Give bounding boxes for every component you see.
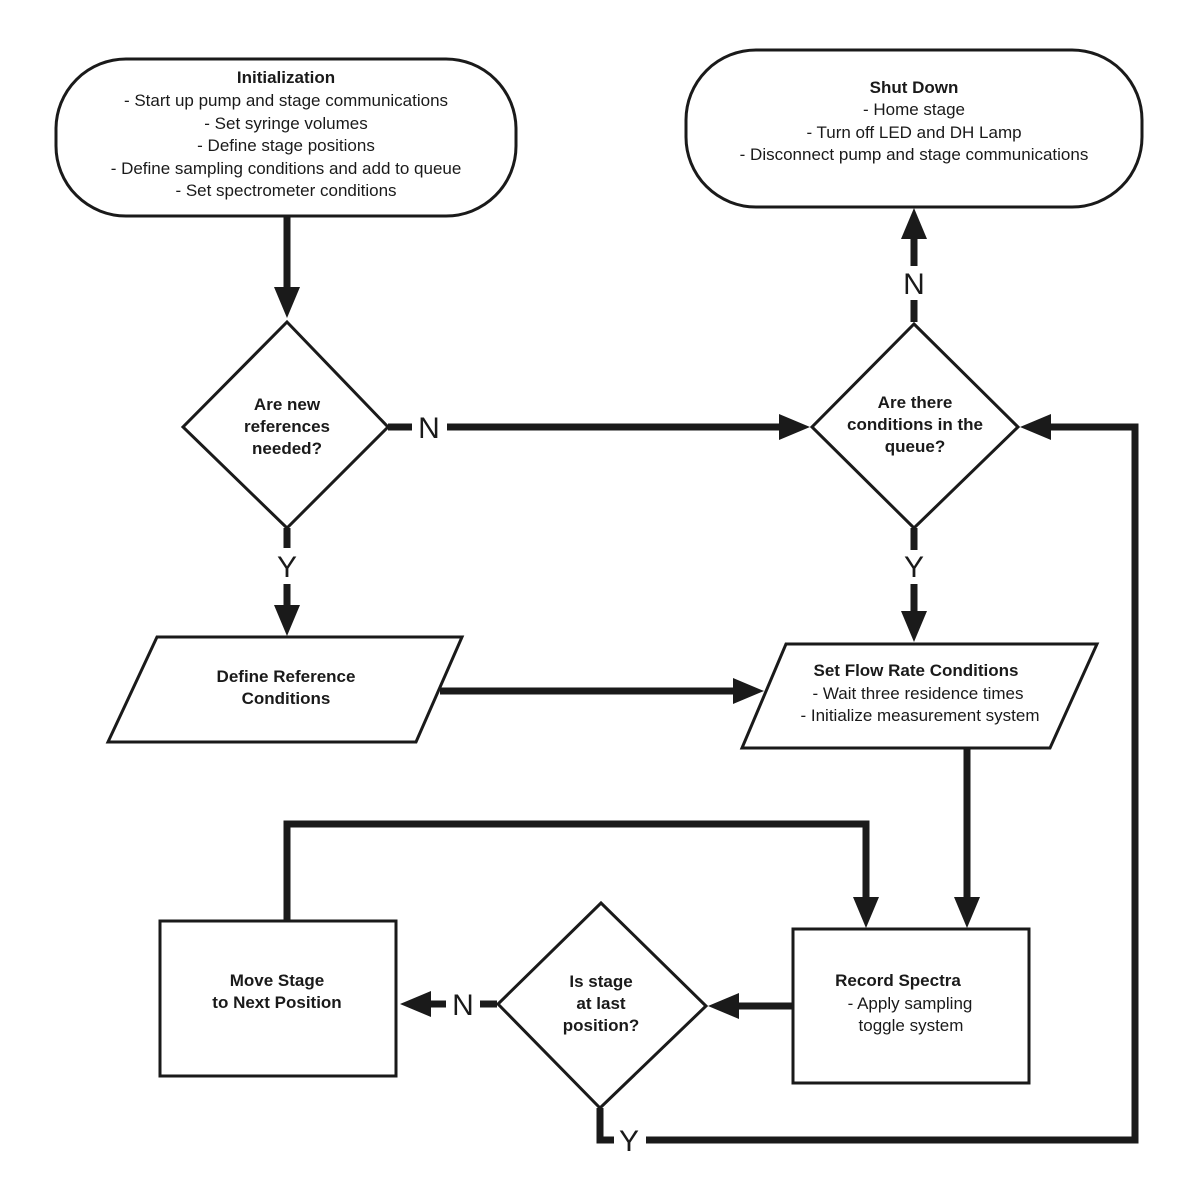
node-line: - Define stage positions [197, 136, 375, 155]
arrowhead-down [274, 287, 300, 318]
decision-shape [495, 900, 709, 1111]
decision-conditions-queue: Are there conditions in the queue? [809, 321, 1021, 531]
node-title: Shut Down [870, 78, 959, 97]
connector-last-yes [596, 1108, 614, 1144]
connector-move-to-record [283, 820, 870, 920]
node-line: - Disconnect pump and stage communicatio… [740, 145, 1089, 164]
node-line: - Define sampling conditions and add to … [111, 159, 462, 178]
decision-line: Are new [254, 395, 321, 414]
decision-line: Are there [878, 393, 953, 412]
arrowhead-down [901, 611, 927, 642]
process-shape [791, 927, 1031, 1085]
arrowhead-right [733, 678, 764, 704]
decision-line: at last [576, 994, 625, 1013]
node-set-flow-rate: Set Flow Rate Conditions - Wait three re… [739, 642, 1100, 750]
node-line: Conditions [242, 689, 331, 708]
node-line: - Home stage [863, 100, 965, 119]
connector-last-yes-2 [646, 423, 1139, 1144]
io-shape [105, 635, 465, 744]
node-line: - Start up pump and stage communications [124, 91, 448, 110]
decision-line: needed? [252, 439, 322, 458]
arrowhead-down [274, 605, 300, 636]
label-refs-no: N [418, 412, 440, 445]
label-last-yes: Y [619, 1125, 639, 1158]
node-line: - Apply sampling [848, 994, 973, 1013]
node-define-reference: Define Reference Conditions [105, 635, 465, 744]
decision-line: Is stage [569, 972, 632, 991]
label-queue-yes: Y [904, 551, 924, 584]
node-initialization: Initialization - Start up pump and stage… [54, 57, 518, 218]
label-refs-yes: Y [277, 551, 297, 584]
decision-line: references [244, 417, 330, 436]
node-move-stage: Move Stage to Next Position [158, 919, 398, 1078]
arrowhead-down [954, 897, 980, 928]
node-record-spectra: Record Spectra - Apply sampling toggle s… [791, 927, 1031, 1085]
io-shape [739, 642, 1100, 750]
decision-line: conditions in the [847, 415, 983, 434]
arrowhead-left [400, 991, 431, 1017]
arrowhead-right [779, 414, 810, 440]
node-title: Record Spectra [835, 971, 961, 990]
arrowhead-left [1020, 414, 1051, 440]
label-queue-no: N [903, 268, 925, 301]
label-last-no: N [452, 989, 474, 1022]
decision-last-position: Is stage at last position? [495, 900, 709, 1111]
connectors [274, 208, 1139, 1144]
decision-line: position? [563, 1016, 639, 1035]
node-shut-down: Shut Down - Home stage - Turn off LED an… [684, 48, 1144, 209]
node-line: Move Stage [230, 971, 324, 990]
node-line: - Set spectrometer conditions [175, 181, 396, 200]
arrowhead-left [708, 993, 739, 1019]
node-line: - Set syringe volumes [204, 114, 367, 133]
decision-shape [809, 321, 1021, 531]
arrowhead-down [853, 897, 879, 928]
node-line: to Next Position [212, 993, 341, 1012]
terminal-shape [684, 48, 1144, 209]
node-title: Initialization [237, 68, 335, 87]
process-shape [158, 919, 398, 1078]
terminal-shape [54, 57, 518, 218]
node-line: toggle system [859, 1016, 964, 1035]
decision-shape [180, 319, 391, 531]
arrowhead-up [901, 208, 927, 239]
node-line: - Initialize measurement system [800, 706, 1039, 725]
node-line: - Wait three residence times [813, 684, 1024, 703]
node-title: Set Flow Rate Conditions [814, 661, 1019, 680]
node-line: - Turn off LED and DH Lamp [806, 123, 1021, 142]
node-line: Define Reference [217, 667, 356, 686]
branch-labels: N Y N Y N Y [277, 268, 925, 1158]
decision-line: queue? [885, 437, 945, 456]
decision-new-references: Are new references needed? [180, 319, 391, 531]
